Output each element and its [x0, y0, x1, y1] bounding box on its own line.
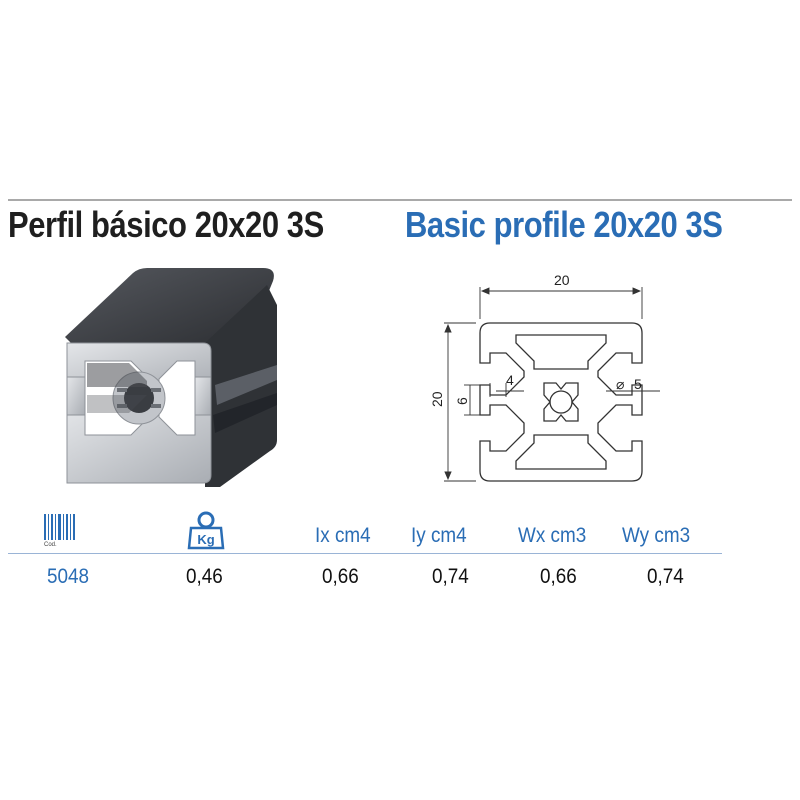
header-ix: Ix cm4	[315, 524, 371, 547]
value-code: 5048	[47, 565, 90, 588]
drawing-height-dim: 20	[429, 391, 445, 407]
title-english: Basic profile 20x20 3S	[405, 204, 723, 245]
header-iy: Iy cm4	[411, 524, 467, 547]
drawing-width-dim: 20	[554, 272, 570, 288]
value-weight: 0,46	[186, 565, 223, 588]
kg-weight-icon: Kg	[187, 511, 225, 550]
top-divider	[8, 199, 792, 201]
barcode-icon	[44, 514, 75, 540]
value-wx: 0,66	[540, 565, 577, 588]
barcode-caption: Cod.	[44, 542, 57, 548]
drawing-bore-dim: 5	[634, 376, 642, 392]
profile-3d-image	[65, 268, 277, 487]
header-wy: Wy cm3	[622, 524, 691, 547]
drawing-slot-opening-dim: 6	[454, 397, 470, 405]
header-wx: Wx cm3	[518, 524, 587, 547]
diameter-icon: ⌀	[616, 376, 624, 392]
kg-caption: Kg	[197, 532, 214, 547]
value-ix: 0,66	[322, 565, 359, 588]
value-wy: 0,74	[647, 565, 684, 588]
title-spanish: Perfil básico 20x20 3S	[8, 204, 324, 245]
profile-technical-drawing: 20 20 6 4 ⌀ 5	[429, 272, 660, 482]
table-divider	[8, 553, 722, 554]
drawing-slot-depth-dim: 4	[506, 372, 514, 388]
value-iy: 0,74	[432, 565, 469, 588]
